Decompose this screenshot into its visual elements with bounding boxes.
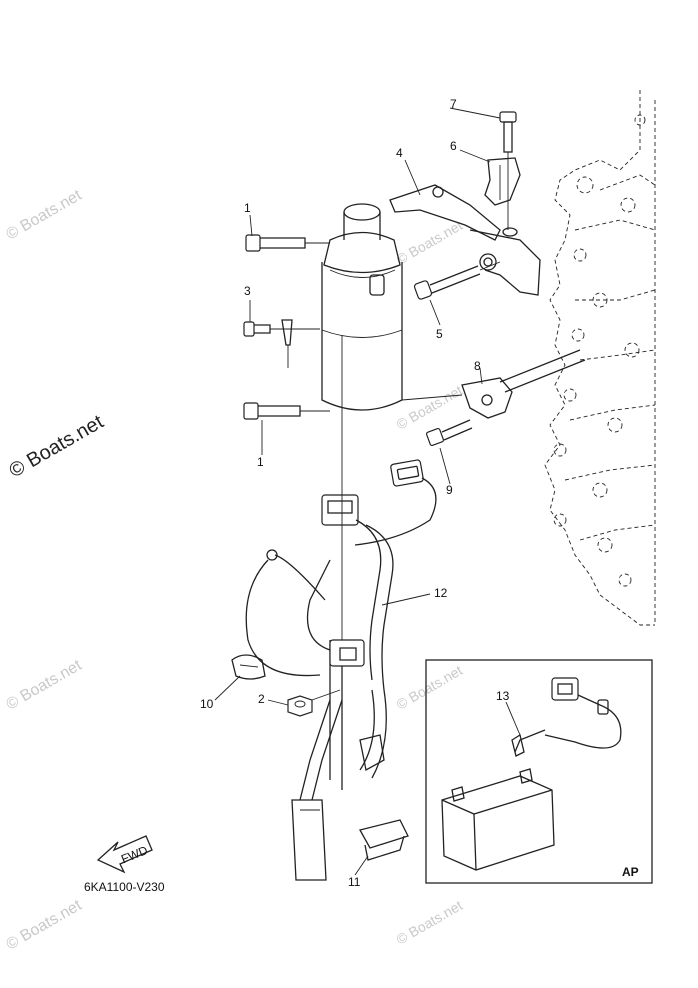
small-bracket — [484, 157, 521, 206]
watermark: © Boats.net — [4, 657, 86, 714]
callout-9: 9 — [446, 483, 453, 497]
bolt — [245, 234, 330, 252]
screw — [243, 319, 320, 368]
nut — [287, 689, 341, 717]
watermark: © Boats.net — [4, 897, 86, 954]
leader-lines — [214, 107, 501, 876]
inset-panel — [425, 659, 653, 884]
watermark: © Boats.net — [394, 662, 466, 713]
callout-12: 12 — [434, 586, 448, 600]
clamp — [359, 819, 409, 861]
callout-3: 3 — [244, 284, 251, 298]
holder — [401, 349, 586, 419]
watermark: © Boats.net — [394, 217, 466, 268]
watermarks: © Boats.net © Boats.net © Boats.net © Bo… — [4, 187, 466, 954]
fwd-arrow-icon — [96, 835, 153, 874]
callout-10: 10 — [200, 697, 214, 711]
diagram-code: 6KA1100-V230 — [84, 880, 165, 894]
watermark: © Boats.net — [394, 382, 466, 433]
bolt — [413, 261, 501, 300]
callout-2: 2 — [258, 692, 265, 706]
clamp — [231, 654, 266, 680]
bolt — [243, 402, 330, 420]
callout-labels: 1 1 2 3 4 5 6 7 8 9 10 11 12 13 — [200, 97, 510, 889]
callout-6: 6 — [450, 139, 457, 153]
bolt — [425, 419, 473, 447]
engine-block — [544, 90, 656, 626]
watermark: © Boats.net — [4, 187, 86, 244]
inset-label: AP — [622, 865, 639, 879]
watermark: © Boats.net — [394, 897, 466, 948]
callout-5: 5 — [436, 327, 443, 341]
callout-13: 13 — [496, 689, 510, 703]
connector — [354, 459, 437, 546]
bracket — [389, 184, 541, 296]
callout-8: 8 — [474, 359, 481, 373]
callout-4: 4 — [396, 146, 403, 160]
callout-7: 7 — [450, 97, 457, 111]
starter-motor — [321, 203, 403, 411]
bolt — [499, 111, 518, 237]
wire-harness — [245, 335, 394, 881]
callout-1: 1 — [244, 201, 251, 215]
callout-11: 11 — [348, 875, 361, 889]
callout-1: 1 — [257, 455, 264, 469]
watermark-main: © Boats.net — [6, 411, 108, 483]
